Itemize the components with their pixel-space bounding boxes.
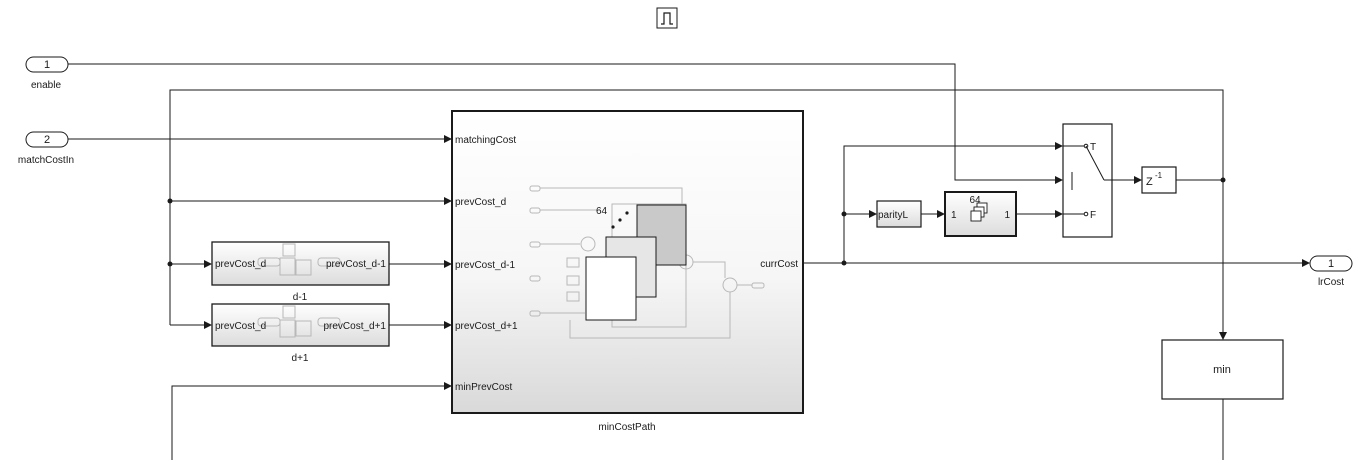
switch-false-label: F: [1090, 210, 1096, 221]
wire-feedback: [169, 89, 1224, 325]
mincostpath-inner-label: 64: [596, 206, 608, 217]
arrow-prevcost-d: [444, 197, 452, 205]
arrow-enable: [1055, 176, 1063, 184]
arrow-to-switch-t: [1055, 142, 1063, 150]
inport-matchcostin-name: matchCostIn: [18, 155, 74, 166]
mincostpath-input-1: matchingCost: [455, 135, 516, 146]
arrow-matchcost: [444, 135, 452, 143]
parity-block-label: parityL: [878, 210, 908, 221]
arrow-to-d-minus-1: [204, 260, 212, 268]
arrow-d-plus-1-out: [444, 321, 452, 329]
pulse-icon[interactable]: [656, 7, 678, 29]
inport-enable-number: 1: [44, 59, 50, 71]
subsystem-d-plus-1[interactable]: prevCost_d prevCost_d+1 d+1: [211, 303, 390, 364]
arrow-d-minus-1-out: [444, 260, 452, 268]
arrow-to-min: [1219, 332, 1227, 340]
mincostpath-name: minCostPath: [598, 422, 655, 433]
unit-delay-block[interactable]: Z -1: [1141, 166, 1177, 194]
arrow-minprevcost: [444, 382, 452, 390]
inport-enable[interactable]: 1 enable: [25, 56, 69, 91]
switch-true-label: T: [1090, 142, 1096, 153]
outport-lrcost[interactable]: 1 lrCost: [1309, 255, 1353, 288]
iterator-block-right-port: 1: [1004, 210, 1010, 221]
d-minus-1-name: d-1: [293, 292, 308, 303]
outport-lrcost-name: lrCost: [1318, 277, 1344, 288]
mincostpath-input-4: prevCost_d+1: [455, 321, 518, 332]
wire-minprevcost: [171, 385, 444, 460]
arrow-switch-to-delay: [1134, 176, 1142, 184]
inport-enable-name: enable: [31, 80, 61, 91]
subsystem-preview-icon: [257, 305, 341, 338]
inport-matchcostin[interactable]: 2 matchCostIn: [18, 131, 74, 166]
arrow-lrcost: [1302, 259, 1310, 267]
d-plus-1-name: d+1: [292, 353, 309, 364]
inport-matchcostin-number: 2: [44, 134, 50, 146]
d-plus-1-in-port: prevCost_d: [215, 321, 266, 332]
wire-to-switch-t: [843, 145, 1057, 263]
d-minus-1-out-port: prevCost_d-1: [326, 259, 386, 270]
d-minus-1-in-port: prevCost_d: [215, 259, 266, 270]
parity-block[interactable]: parityL: [876, 200, 922, 228]
iterator-block[interactable]: 64 1 1: [944, 191, 1017, 237]
mincostpath-input-3: prevCost_d-1: [455, 260, 515, 271]
wire-enable: [68, 63, 1057, 181]
mincostpath-input-5: minPrevCost: [455, 382, 512, 393]
d-plus-1-out-port: prevCost_d+1: [323, 321, 386, 332]
outport-lrcost-number: 1: [1328, 258, 1334, 270]
min-block[interactable]: min: [1161, 339, 1284, 400]
mincostpath-output: currCost: [760, 259, 798, 270]
mincostpath-input-2: prevCost_d: [455, 197, 506, 208]
unit-delay-exponent: -1: [1155, 171, 1163, 180]
subsystem-preview-icon: 64: [529, 185, 765, 339]
arrow-to-d-plus-1: [204, 321, 212, 329]
subsystem-d-minus-1[interactable]: prevCost_d prevCost_d-1 d-1: [211, 241, 390, 303]
subsystem-preview-icon: [257, 243, 341, 276]
min-block-label: min: [1213, 364, 1231, 376]
switch-icon: [1063, 143, 1112, 217]
arrow-parity-to-iter: [937, 210, 945, 218]
iterator-block-left-port: 1: [951, 210, 957, 221]
arrow-to-parity: [869, 210, 877, 218]
switch-block[interactable]: T F: [1062, 123, 1113, 238]
stacked-frames-icon: [970, 202, 988, 222]
arrow-iter-to-switch: [1055, 210, 1063, 218]
unit-delay-label: Z: [1146, 176, 1153, 188]
subsystem-mincostpath[interactable]: 64 matchingCost prevCost_d prevCost_d-1 …: [451, 110, 804, 433]
iterator-block-top-label: 64: [969, 195, 981, 206]
